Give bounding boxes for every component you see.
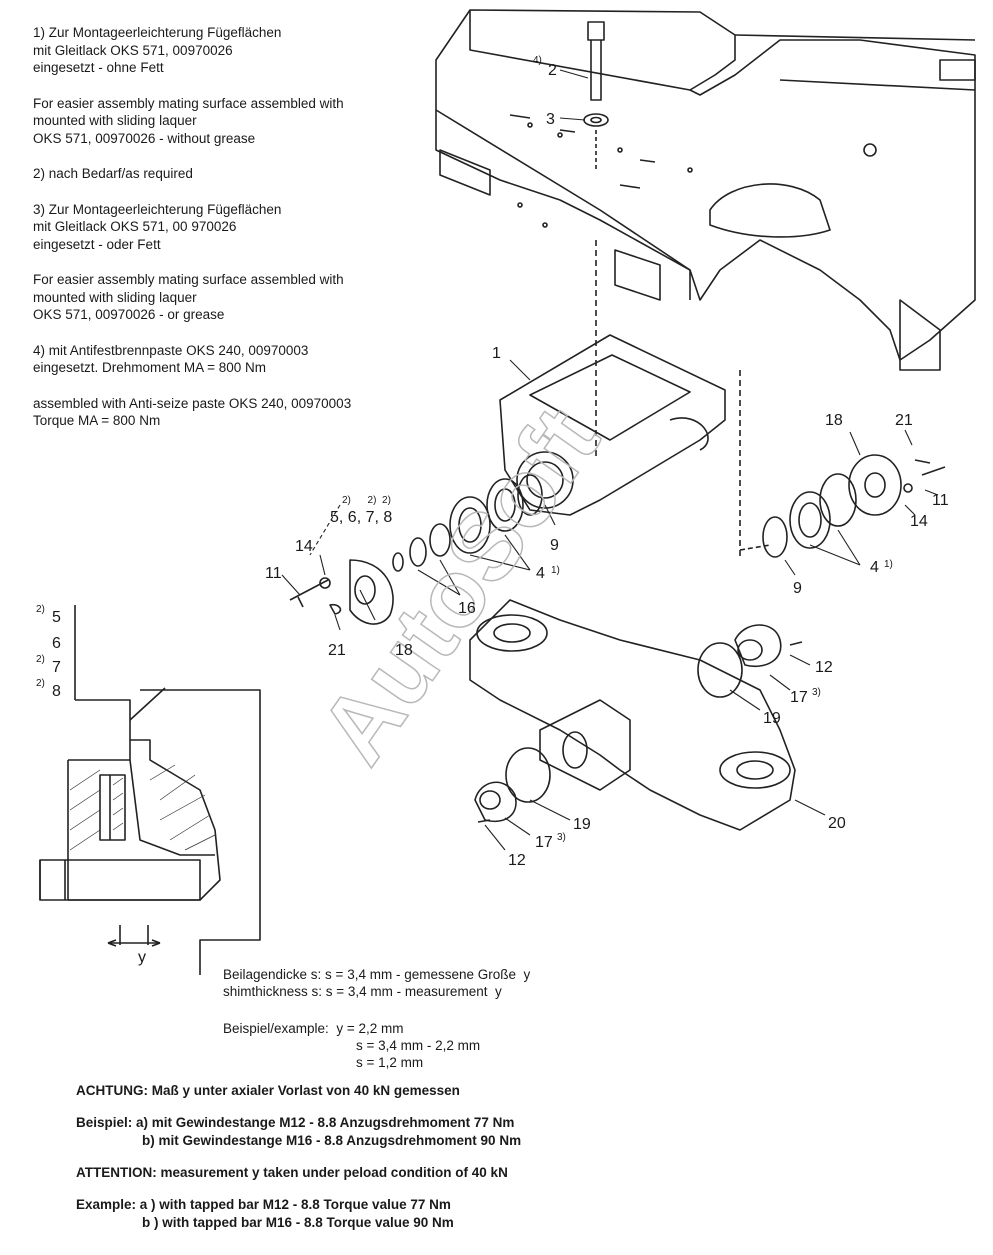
callout-9-right: 9 [793,580,802,597]
callout-18-left: 18 [395,642,413,659]
note-1-de: 1) Zur Montageerleichterung Fügeflächen … [33,25,282,75]
shim-line-en: shimthickness s: s = 3,4 mm - measuremen… [223,984,502,999]
callout-17-left-note: 3) [557,832,566,843]
callout-3: 3 [546,111,555,128]
callout-20: 20 [828,815,846,832]
achtung-note: ACHTUNG: Maß y unter axialer Vorlast von… [76,1083,460,1098]
watermark-text: AutoSoft [300,389,620,782]
hub-17 [474,624,803,823]
detail-hatching [69,764,216,851]
callout-19-left: 19 [573,816,591,833]
callout-9-left: 9 [550,537,559,554]
callout-2: 2 [548,62,557,79]
note-2: 2) nach Bedarf/as required [33,166,193,181]
shim-example: Beispiel/example: y = 2,2 mm s = 3,4 mm … [223,1020,480,1071]
callout-11-right: 11 [932,492,949,509]
note-3-de: 3) Zur Montageerleichterung Fügeflächen … [33,201,282,252]
bearing-stack-left [289,474,543,625]
detail-8: 8 [52,683,61,700]
callout-labels: 2 4) 3 1 18 21 11 14 9 4 1) 5, 6, 7, 8 2… [36,55,949,966]
detail-5: 5 [52,609,61,626]
detail-8-note: 2) [36,678,45,689]
callout-18-right: 18 [825,412,843,429]
note-4-de: 4) mit Antifestbrennpaste OKS 240, 00970… [33,342,309,376]
callout-11-left: 11 [265,565,282,582]
dimension-y: y [138,949,146,966]
torque-notes: ACHTUNG: Maß y unter axialer Vorlast von… [76,1082,521,1246]
callout-21-right: 21 [895,412,913,429]
callout-21-left: 21 [328,642,346,659]
bearing-stack-right [739,454,946,558]
note-3-en: For easier assembly mating surface assem… [33,272,344,322]
callout-14-right: 14 [910,513,928,530]
example-a: Example: a ) with tapped bar M12 - 8.8 T… [76,1197,451,1212]
leader-lines [281,69,939,851]
callout-4-left: 4 [536,565,545,582]
example-b: b ) with tapped bar M16 - 8.8 Torque val… [142,1215,454,1230]
callout-1: 1 [492,345,501,362]
callout-4-left-note: 1) [551,565,560,576]
note-1-en: For easier assembly mating surface assem… [33,95,344,146]
note-4-en: assembled with Anti-seize paste OKS 240,… [33,395,352,429]
detail-6: 6 [52,635,61,652]
callout-4-right: 4 [870,559,879,576]
detail-7: 7 [52,659,61,676]
detail-section-drawing [39,605,261,975]
callout-2-note: 4) [533,55,542,66]
attention-note: ATTENTION: measurement y taken under pel… [76,1165,508,1180]
shim-line-de: Beilagendicke s: s = 3,4 mm - gemessene … [223,967,531,982]
detail-5-note: 2) [36,604,45,615]
callout-4-right-note: 1) [884,559,893,570]
example-row-1: y = 2,2 mm [336,1021,404,1036]
example-label: Beispiel/example: [223,1021,329,1036]
callout-19-right: 19 [763,710,781,727]
callout-16: 16 [458,600,476,617]
vehicle-frame [435,9,976,371]
example-row-2: s = 3,4 mm - 2,2 mm [356,1038,481,1053]
callout-17-right-note: 3) [812,687,821,698]
assembly-notes: 1) Zur Montageerleichterung Fügeflächen … [33,24,433,430]
callout-5678-note: 2) 2) 2) [342,495,391,506]
beispiel-a: Beispiel: a) mit Gewindestange M12 - 8.8… [76,1115,515,1130]
callout-12-left: 12 [508,852,526,869]
callout-12-right: 12 [815,659,833,676]
example-row-3: s = 1,2 mm [356,1055,424,1070]
beispiel-b: b) mit Gewindestange M16 - 8.8 Anzugsdre… [142,1133,522,1148]
bolt-2 [583,21,609,460]
axle-beam-20 [469,599,796,831]
callout-17-right: 17 [790,689,808,706]
detail-7-note: 2) [36,654,45,665]
shim-thickness-text: Beilagendicke s: s = 3,4 mm - gemessene … [223,966,530,1000]
callout-14-left: 14 [295,538,313,555]
callout-17-left: 17 [535,834,553,851]
callout-5678: 5, 6, 7, 8 [330,509,392,526]
